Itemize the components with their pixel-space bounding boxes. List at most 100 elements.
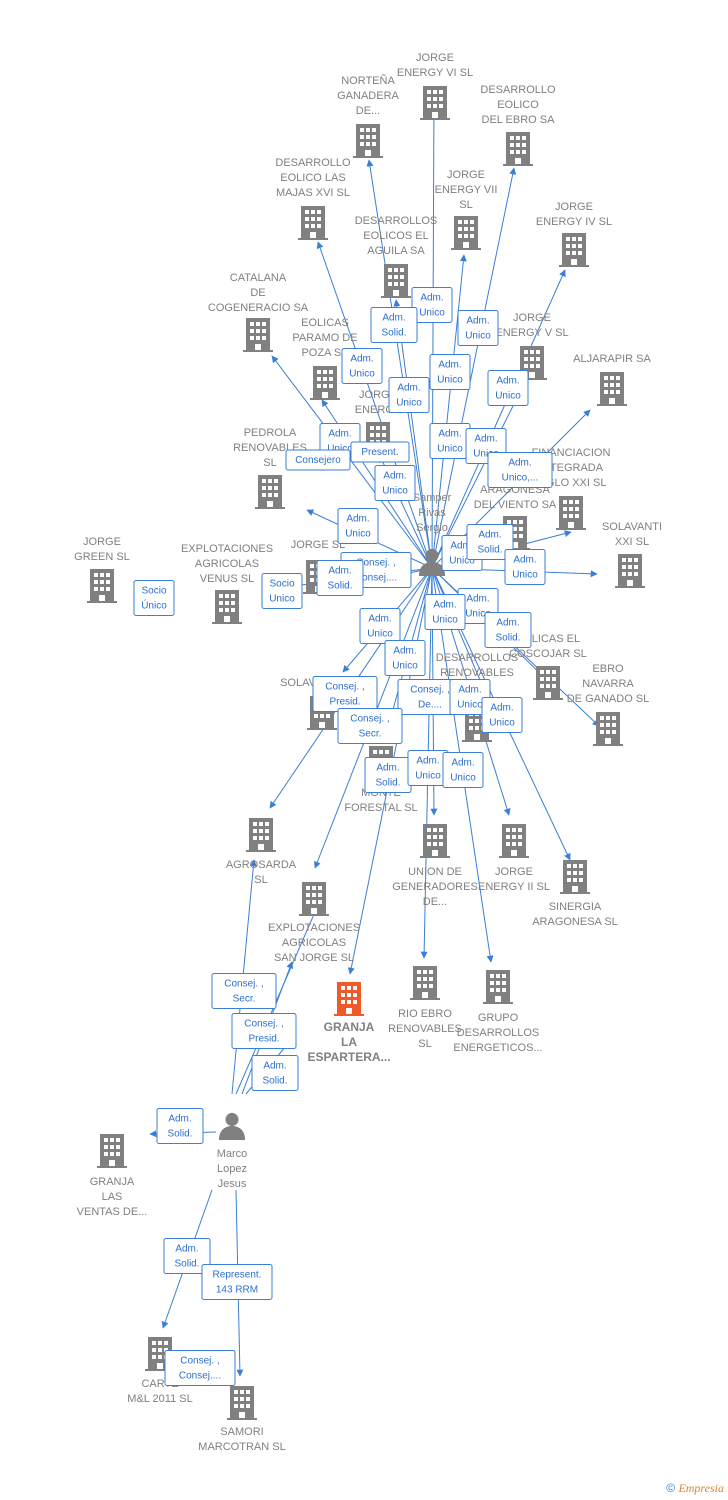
relation-label-r6[interactable]: Adm.Unico	[388, 377, 430, 413]
relation-label-r27[interactable]: Adm.Unico	[384, 640, 426, 676]
company-node-c2[interactable]: NORTEÑAGANADERADE...	[337, 74, 400, 158]
relation-text-r6-1: Adm.	[397, 383, 420, 394]
company-node-c11[interactable]: ALJARAPIR SA	[573, 353, 651, 406]
relation-label-r23[interactable]: Adm.Unico	[359, 608, 401, 644]
relation-text-r11-1: Present.	[361, 447, 398, 458]
relation-label-r31[interactable]: Adm.Unico	[481, 697, 523, 733]
company-label-c3-line-1: DESARROLLO	[480, 84, 556, 96]
relation-label-r18[interactable]: Adm.Unico	[504, 549, 546, 585]
relation-label-r33[interactable]: Adm.Solid.	[364, 757, 412, 793]
relation-label-r32[interactable]: Consej. ,Secr.	[337, 708, 403, 744]
relation-text-r32-2: Secr.	[359, 729, 382, 740]
company-node-c23[interactable]: SOLAV	[280, 677, 337, 730]
relation-label-r35[interactable]: Adm.Unico	[442, 752, 484, 788]
company-label-c18-line-3: VENUS SL	[200, 573, 254, 585]
building-icon	[533, 666, 563, 700]
relation-box-r7	[487, 370, 529, 406]
relation-label-r3[interactable]: Adm.Unico	[457, 310, 499, 346]
building-icon	[559, 233, 589, 267]
relation-label-r2[interactable]: Adm. Solid.	[370, 307, 418, 343]
relation-text-r33-1: Adm.	[376, 763, 399, 774]
relation-label-r13[interactable]: Adm.Unico	[374, 465, 416, 501]
relation-text-r5-2: Unico	[437, 375, 463, 386]
relation-text-r2-1: Adm.	[382, 313, 405, 324]
relation-text-r18-2: Unico	[512, 570, 538, 581]
relation-label-r41[interactable]: Represent.143 RRM	[201, 1264, 273, 1300]
relation-text-r36-2: Secr.	[233, 994, 256, 1005]
edge-samper-c1	[430, 91, 438, 569]
relation-label-r15[interactable]: Adm.Unico	[337, 508, 379, 544]
relation-label-r4[interactable]: Adm.Unico	[341, 348, 383, 384]
relation-box-r14	[487, 452, 553, 488]
relation-label-r14[interactable]: Adm.Unico,...	[487, 452, 553, 488]
company-label-c6-line-2: ENERGY IV SL	[536, 216, 612, 228]
building-icon	[212, 590, 242, 624]
relation-text-r16-1: Adm.	[450, 541, 473, 552]
focus-building-icon	[334, 982, 364, 1016]
relation-label-r1[interactable]: Adm.Unico	[411, 287, 453, 323]
relation-label-r12[interactable]: Consejero	[285, 449, 351, 471]
relation-label-r28[interactable]: Consej. ,Presid.	[312, 676, 378, 712]
company-label-c17-line-1: JORGE	[83, 536, 121, 548]
relation-label-r39[interactable]: Adm.Solid.	[156, 1108, 204, 1144]
building-icon	[255, 475, 285, 509]
relation-label-r37[interactable]: Consej. ,Presid.	[231, 1013, 297, 1049]
relation-text-r2-2: Solid.	[381, 328, 406, 339]
relation-box-r22	[133, 580, 175, 616]
relation-label-r20[interactable]: Adm.Solid.	[316, 560, 364, 596]
company-node-c19[interactable]: JORGE SL	[291, 539, 345, 594]
relation-text-r17-2: Solid.	[477, 545, 502, 556]
relation-label-r26[interactable]: Adm.Solid.	[484, 612, 532, 648]
relation-label-r11[interactable]: Present.	[350, 441, 410, 463]
company-label-c9-line-3: POZA SA	[301, 347, 349, 359]
relation-text-r10-2: Unico	[473, 449, 499, 460]
relation-text-r31-1: Adm.	[490, 703, 513, 714]
company-label-c8-line-3: COGENERACIO SA	[208, 302, 309, 314]
building-icon	[499, 824, 529, 858]
edge-samper-c3	[431, 167, 517, 569]
relation-text-r28-1: Consej. ,	[325, 682, 364, 693]
building-icon	[353, 124, 383, 158]
relation-box-r6	[388, 377, 430, 413]
company-node-c30[interactable]: GRANJALAESPARTERA...	[307, 982, 391, 1064]
relation-text-r10-1: Adm.	[474, 434, 497, 445]
company-node-c26[interactable]: UNION DEGENERADORESDE...	[392, 824, 478, 908]
relation-label-r38[interactable]: Adm.Solid.	[251, 1055, 299, 1091]
company-node-c32[interactable]: GRUPODESARROLLOSENERGETICOS...	[453, 970, 543, 1054]
relation-label-r40[interactable]: Adm.Solid.	[163, 1238, 211, 1274]
relation-label-r17[interactable]: Adm.Solid.	[466, 524, 514, 560]
relation-label-r5[interactable]: Adm.Unico	[429, 354, 471, 390]
relation-label-r42[interactable]: Consej. ,Consej....	[164, 1350, 236, 1386]
building-icon	[227, 1386, 257, 1420]
relation-label-r25[interactable]: Adm.Unico	[424, 594, 466, 630]
relation-label-r34[interactable]: Adm.Unico	[407, 750, 449, 786]
relation-label-r7[interactable]: Adm.Unico	[487, 370, 529, 406]
relation-label-r9[interactable]: Adm.Unico	[429, 423, 471, 459]
relation-label-r36[interactable]: Consej. ,Secr.	[211, 973, 277, 1009]
